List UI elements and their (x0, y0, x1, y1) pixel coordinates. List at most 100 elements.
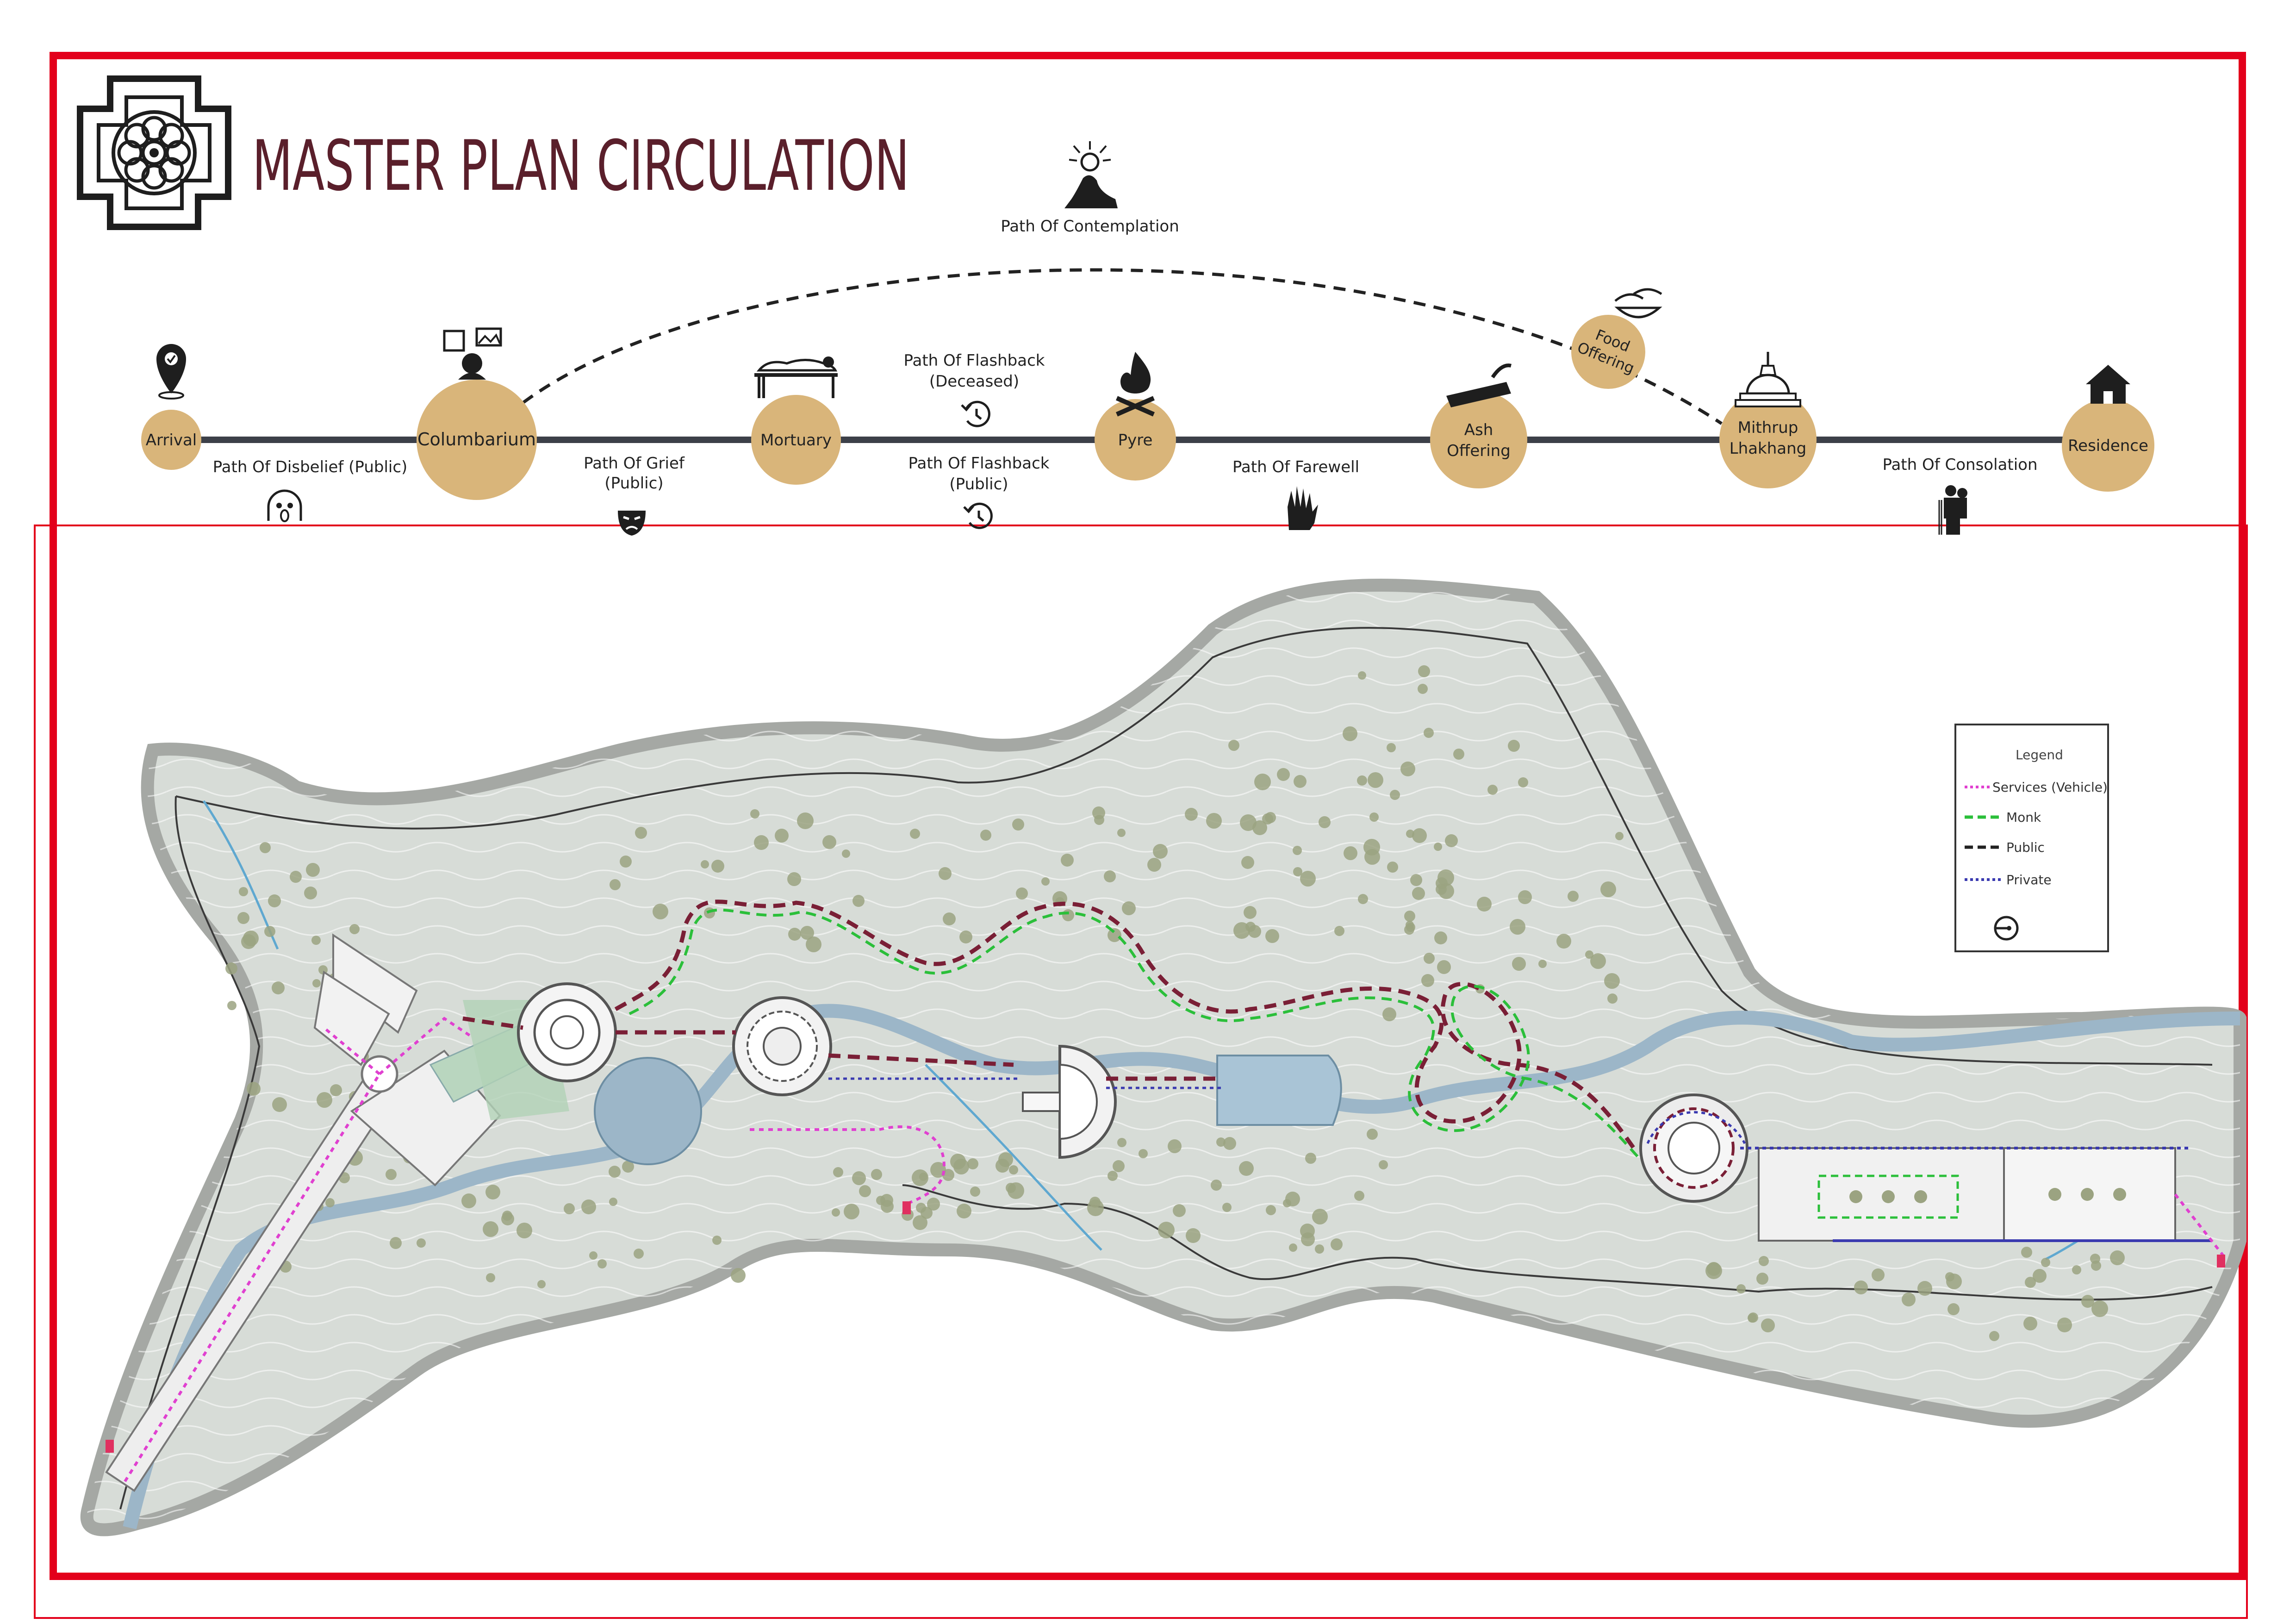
page-title: MASTER PLAN CIRCULATION (252, 126, 909, 206)
tree (1061, 854, 1074, 867)
clock-rewind-icon (961, 400, 990, 427)
tree (1759, 1256, 1769, 1266)
tree (243, 931, 259, 946)
node-label: Residence (2068, 437, 2148, 455)
tree (1604, 973, 1620, 989)
tree (1437, 960, 1451, 974)
tree (910, 829, 920, 839)
public-link-path (462, 1016, 1217, 1081)
tree (1368, 772, 1383, 788)
tree (239, 887, 248, 896)
tree (1418, 665, 1430, 677)
tree (312, 979, 321, 987)
tree (1872, 1268, 1885, 1281)
tree (1289, 1243, 1297, 1252)
tree (950, 1154, 966, 1169)
tree (1228, 740, 1239, 751)
tree (822, 835, 836, 849)
path-label-contemplation: Path Of Contemplation (1001, 217, 1179, 236)
tree (1185, 808, 1198, 821)
tree (2072, 1265, 2081, 1274)
tree (1445, 834, 1458, 847)
tree (712, 1236, 722, 1245)
tree (1265, 929, 1279, 943)
tree (967, 1158, 978, 1169)
tree (260, 842, 271, 853)
tree (1412, 828, 1427, 843)
monk-path (628, 908, 1640, 1158)
node-food-offering: Food Offering (1571, 315, 1645, 389)
tree (1412, 887, 1425, 900)
tree (247, 1082, 261, 1096)
embrace-icon (1938, 485, 1967, 535)
legend-label-services: Services (Vehicle) (1992, 780, 2108, 795)
gate-marker (2217, 1255, 2225, 1268)
tree (622, 1161, 634, 1173)
tree (272, 1097, 287, 1112)
tree (1223, 1137, 1236, 1150)
tree (1244, 906, 1257, 919)
tree (1357, 775, 1367, 786)
tree (1153, 844, 1168, 859)
body-on-table-icon (754, 356, 838, 398)
tree (701, 860, 709, 868)
ash-offering-pool (1216, 1055, 1342, 1126)
legend-label-public: Public (2006, 840, 2045, 855)
tree (913, 1215, 927, 1230)
pyre-building (1022, 1044, 1117, 1159)
tree (942, 1169, 954, 1181)
tree (2091, 1300, 2108, 1317)
tree (1382, 1007, 1396, 1021)
reflecting-pond (594, 1057, 702, 1165)
tree (797, 812, 814, 829)
tree (483, 1221, 498, 1237)
tree (610, 879, 621, 890)
tree (2023, 1317, 2037, 1330)
tree (1379, 1160, 1388, 1169)
tree (330, 1084, 342, 1096)
tree (1367, 1129, 1378, 1140)
tree (1358, 894, 1368, 904)
tree (564, 1203, 575, 1214)
tree (806, 937, 821, 952)
tree (1094, 815, 1104, 825)
tree (501, 1212, 514, 1225)
legend-title: Legend (2016, 747, 2063, 762)
tree (1400, 762, 1415, 776)
tree (1518, 777, 1528, 787)
path-label-farewell: Path Of Farewell (1232, 458, 1359, 476)
tree (1600, 881, 1616, 897)
stupa-icon (1735, 352, 1801, 407)
tree (852, 895, 865, 907)
tree (1294, 775, 1307, 788)
river-main (123, 1004, 2240, 1530)
tree (1293, 846, 1302, 855)
tree (268, 894, 281, 907)
tree (1113, 1160, 1125, 1172)
tree (980, 830, 991, 841)
tree (390, 1237, 402, 1249)
path-label-flashback-deceased-line2: (Deceased) (929, 372, 1019, 391)
path-label-disbelief: Path Of Disbelief (Public) (213, 458, 408, 476)
tree (1104, 870, 1116, 882)
tree (516, 1223, 532, 1238)
tree (2025, 1277, 2036, 1288)
path-label-consolation: Path Of Consolation (1882, 456, 2037, 474)
tree (1615, 832, 1624, 840)
tree (1334, 926, 1344, 936)
tree (1009, 1165, 1018, 1174)
tree (237, 912, 249, 924)
tree (653, 904, 668, 919)
tree (1319, 816, 1331, 828)
tree (1062, 909, 1074, 921)
node-columbarium: Columbarium (417, 380, 537, 500)
tree (325, 1198, 335, 1207)
plan-area-frame (34, 525, 2248, 1619)
tree (304, 887, 317, 899)
tree (486, 1273, 495, 1282)
sheet-frame (50, 52, 2246, 1580)
tree (1248, 925, 1261, 938)
tree (1538, 960, 1547, 968)
tree (1364, 849, 1380, 865)
tree (943, 912, 956, 925)
